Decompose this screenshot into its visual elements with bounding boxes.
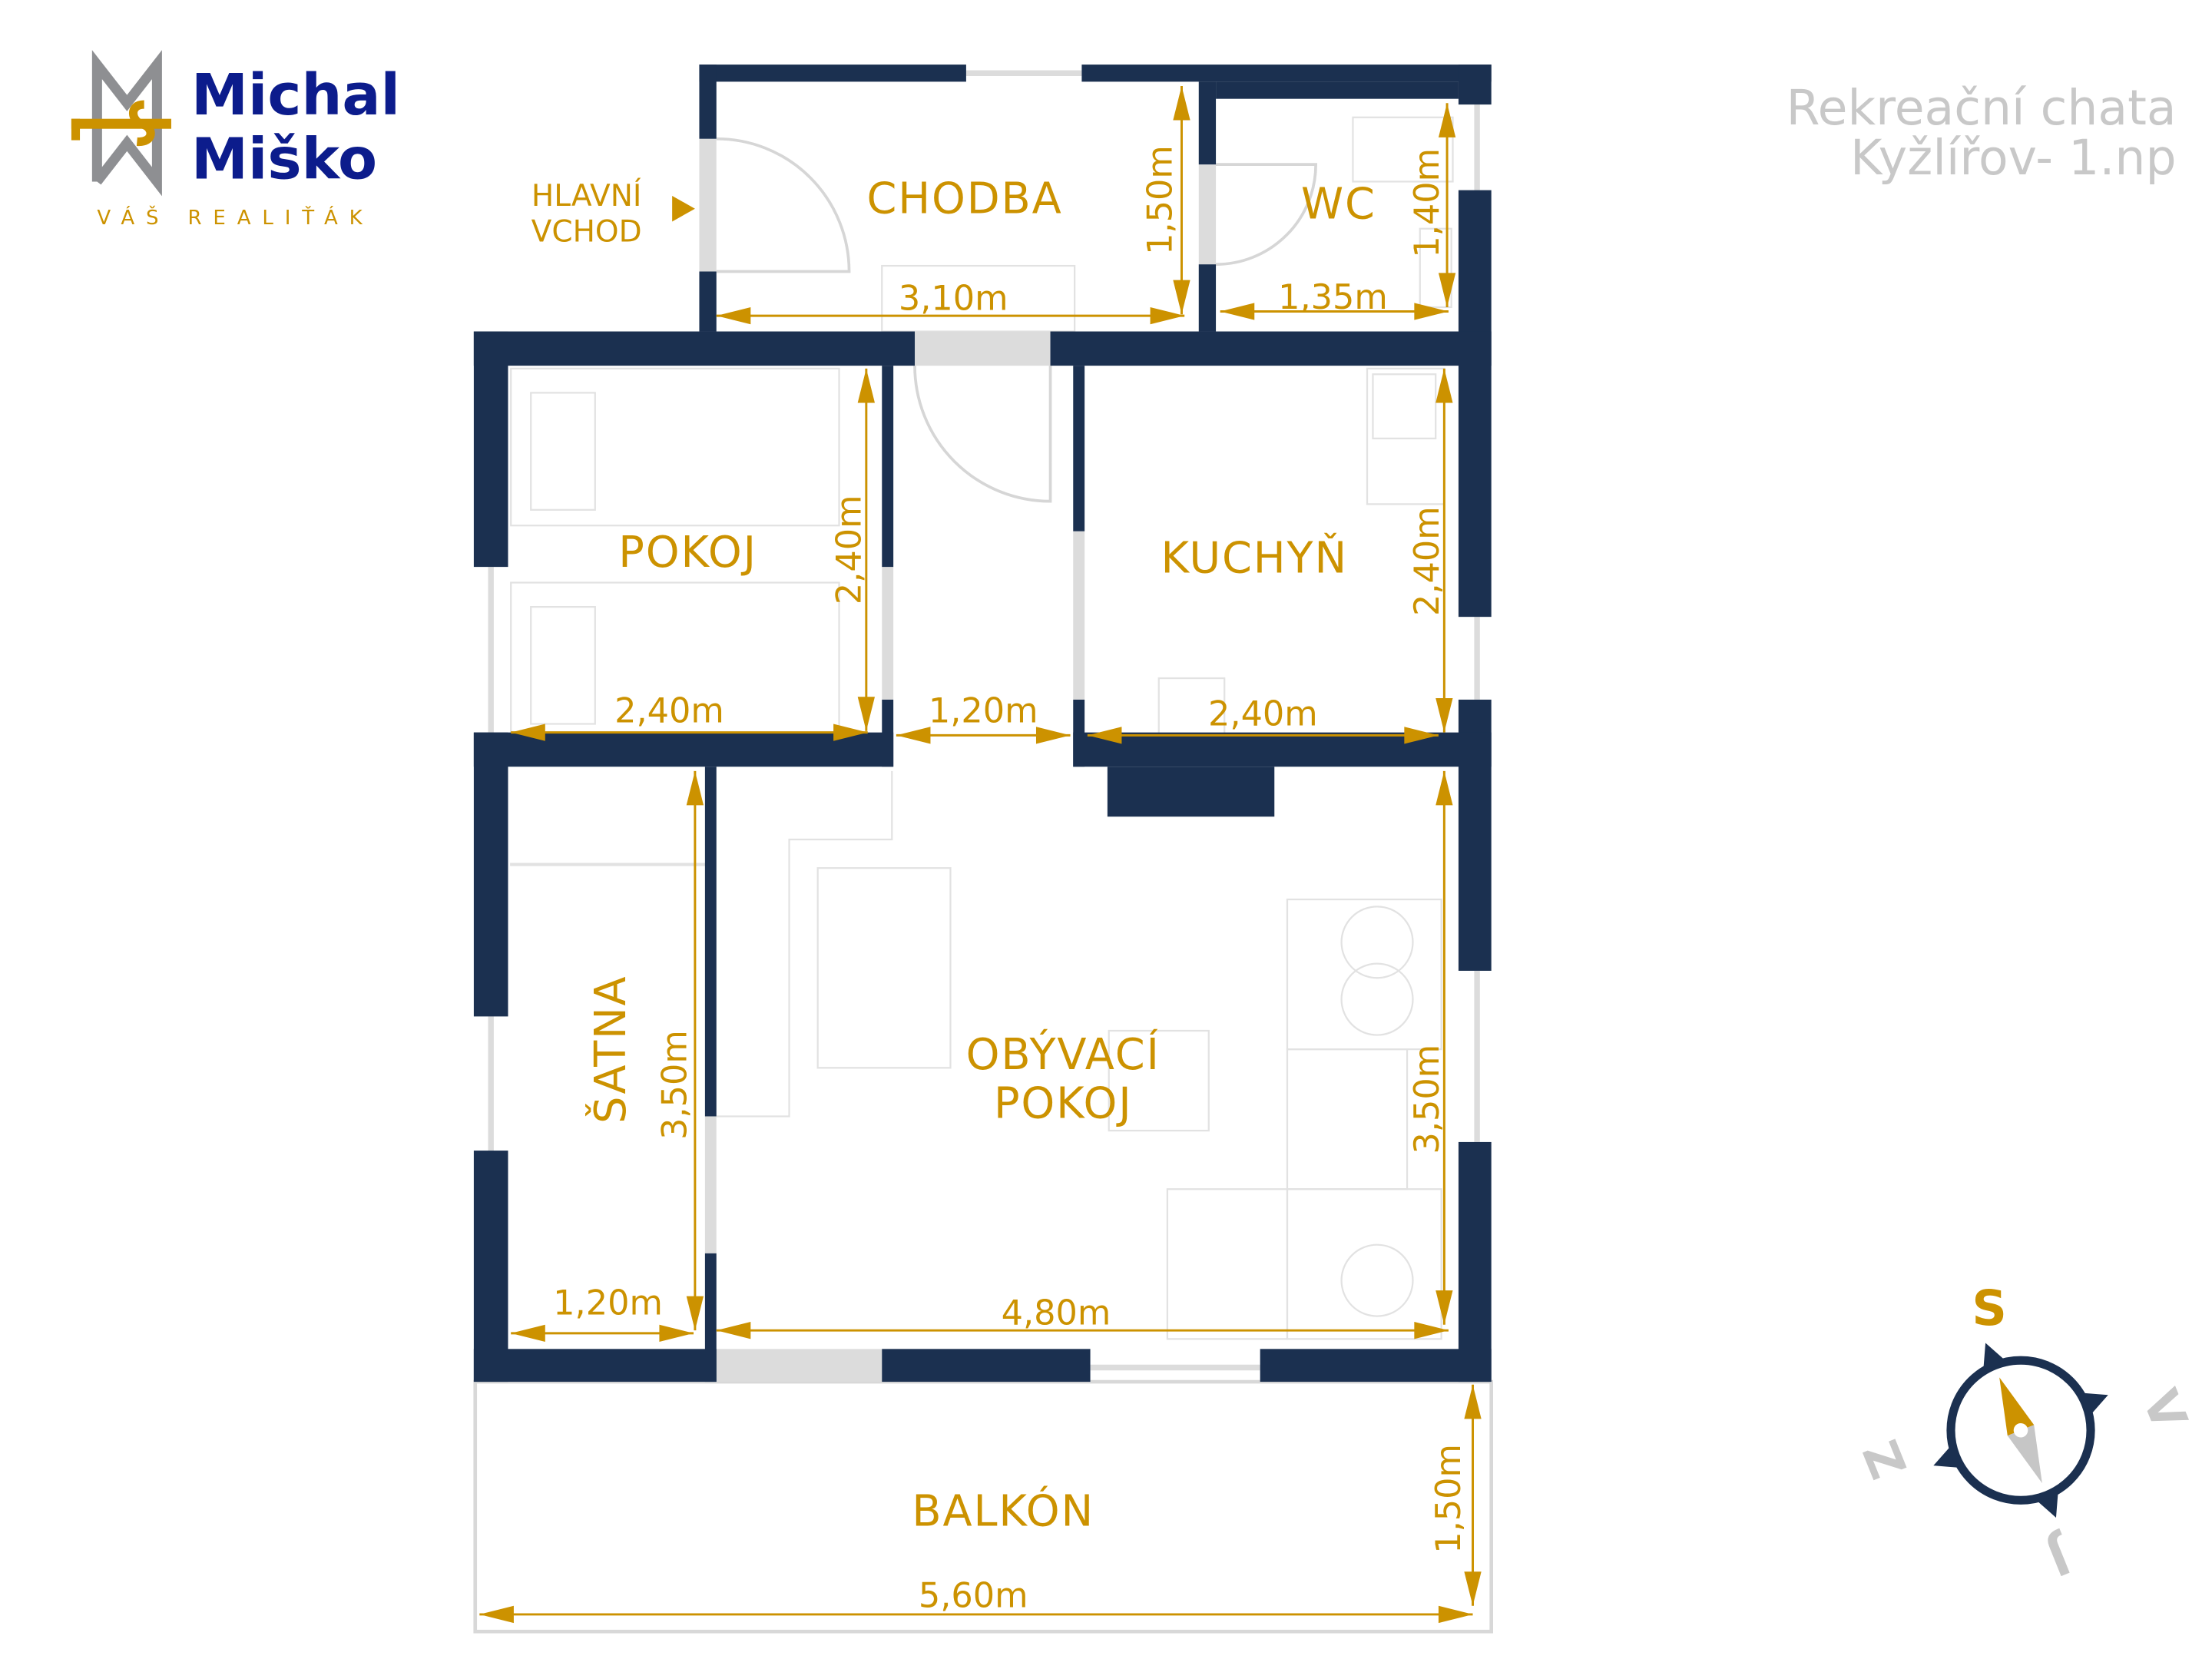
room-label-obyvaci-2: POKOJ: [994, 1078, 1133, 1128]
dimension-arrow-icon: [833, 724, 868, 741]
dimension-arrow-icon: [1435, 368, 1453, 403]
dim-wc-width: 1,35m: [1278, 277, 1388, 317]
sink-icon: [1366, 367, 1445, 505]
logo-tagline: VÁŠ REALIŤÁK: [97, 205, 373, 230]
balcony-door-opening: [716, 1349, 882, 1382]
logo-name-last: Miško: [191, 126, 377, 193]
dim-wc-height: 1,40m: [1407, 148, 1447, 258]
bed-icon: [510, 367, 840, 527]
dim-chodba-height: 1,50m: [1140, 145, 1180, 255]
dim-satna-width: 1,20m: [553, 1283, 663, 1323]
dimension-arrow-icon: [1438, 1605, 1473, 1624]
dim-obyvaci-width: 4,80m: [1002, 1293, 1111, 1333]
dimension-arrow-icon: [1435, 698, 1453, 733]
dimension-arrow-icon: [1035, 727, 1071, 744]
dimension-arrow-icon: [659, 1324, 694, 1343]
table-icon: [816, 867, 952, 1069]
dim-kuchyn-width: 2,40m: [1208, 694, 1318, 733]
door-swing-icon: [716, 137, 851, 273]
dimension-arrow-icon: [1414, 303, 1449, 320]
dim-satna-height: 3,50m: [655, 1030, 695, 1140]
dimension-arrow-icon: [716, 306, 751, 325]
dimension-arrow-icon: [511, 724, 545, 741]
washbasin-icon: [1419, 227, 1452, 309]
logo-mark-icon: [71, 50, 171, 197]
dimension-arrow-icon: [686, 1296, 704, 1331]
compass: S V J Z: [1853, 1280, 2198, 1588]
chimney: [1107, 767, 1275, 817]
dim-pokoj-height: 2,40m: [829, 495, 869, 604]
coffee-table-icon: [1108, 1029, 1210, 1132]
room-label-satna: ŠATNA: [586, 975, 636, 1123]
dimension-arrow-icon: [1150, 306, 1185, 325]
dimension-arrow-icon: [1438, 273, 1456, 307]
compass-west: Z: [1853, 1432, 1919, 1486]
dimension-arrow-icon: [1435, 1290, 1453, 1325]
room-label-balkon: BALKÓN: [912, 1487, 1094, 1537]
toilet-icon: [1352, 116, 1454, 183]
dimension-arrow-icon: [716, 1322, 751, 1339]
logo-name-first: Michal: [191, 61, 400, 128]
door-swing-icon: [1216, 163, 1317, 267]
compass-needle-icon: [1999, 1377, 2042, 1484]
room-label-wc: WC: [1301, 180, 1376, 230]
dimension-arrow-icon: [857, 697, 875, 731]
dimension-arrow-icon: [1464, 1384, 1482, 1419]
dim-balkon-width: 5,60m: [919, 1576, 1028, 1616]
dim-chodba-width: 3,10m: [899, 279, 1008, 319]
dimension-arrow-icon: [686, 770, 704, 806]
dim-obyvaci-height: 3,50m: [1407, 1045, 1447, 1154]
plan-title-line2: Kyžlířov- 1.np: [1850, 129, 2177, 186]
logo: Michal Miško VÁŠ REALIŤÁK: [71, 50, 400, 230]
compass-north: S: [1972, 1280, 2006, 1336]
dim-balkon-height: 1,50m: [1429, 1444, 1469, 1554]
doors: [699, 137, 1317, 1382]
walls: [473, 65, 1492, 1382]
entrance-door-opening: [699, 138, 717, 272]
room-label-pokoj: POKOJ: [618, 528, 757, 578]
compass-south: J: [2039, 1526, 2080, 1587]
entrance-label-line1: HLAVNÍ: [531, 177, 641, 214]
dim-pokoj-width: 2,40m: [614, 691, 724, 731]
entrance-arrow-icon: [672, 196, 695, 222]
dimension-arrow-icon: [1404, 727, 1439, 744]
room-label-obyvaci-1: OBÝVACÍ: [966, 1029, 1161, 1080]
dimension-arrow-icon: [511, 1324, 545, 1343]
dimension-arrow-icon: [1087, 727, 1122, 744]
dimension-arrow-icon: [1414, 1322, 1449, 1339]
dim-hall-width: 1,20m: [929, 691, 1038, 731]
dimension-arrow-icon: [1438, 103, 1456, 137]
dimension-arrow-icon: [896, 727, 931, 744]
dimension-arrow-icon: [1435, 770, 1453, 806]
room-label-kuchyn: KUCHYŇ: [1161, 534, 1348, 584]
entrance-label-line2: VCHOD: [531, 214, 642, 249]
dimension-arrow-icon: [1220, 303, 1255, 320]
dimension-arrow-icon: [479, 1605, 514, 1624]
dimension-arrow-icon: [1173, 280, 1190, 315]
sofa-icon: [1286, 898, 1442, 1051]
plan-title-line1: Rekreační chata: [1786, 79, 2177, 136]
dimension-arrow-icon: [1464, 1571, 1482, 1606]
dimension-arrow-icon: [1173, 85, 1190, 121]
dim-kuchyn-height: 2,40m: [1407, 506, 1447, 616]
dimension-lines: [479, 85, 1482, 1624]
door-swing-icon: [913, 366, 1052, 503]
dimension-arrow-icon: [857, 368, 875, 403]
compass-east: V: [2131, 1382, 2198, 1438]
windows: [488, 70, 1480, 1371]
room-label-chodba: CHODBA: [866, 174, 1062, 224]
hall-door-opening: [915, 331, 1051, 366]
